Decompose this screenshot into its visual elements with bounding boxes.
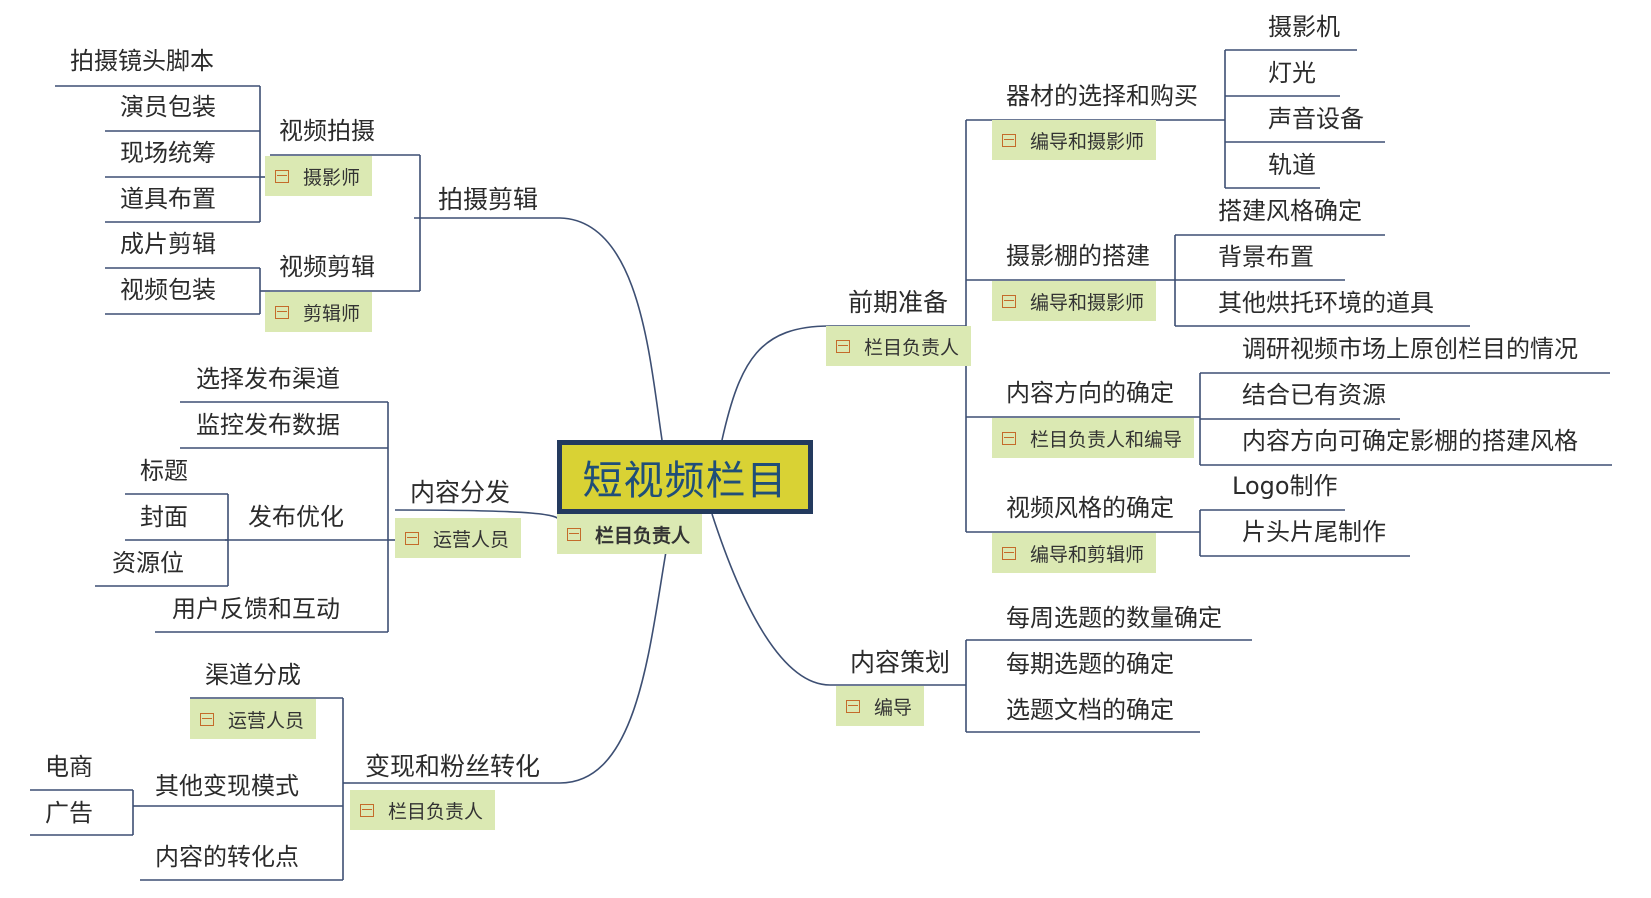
- topic-distribution[interactable]: 内容分发: [410, 478, 511, 507]
- note-icon: [405, 531, 419, 545]
- node-studio-style[interactable]: 搭建风格确定: [1218, 197, 1362, 225]
- node-choose-channel[interactable]: 选择发布渠道: [196, 365, 340, 393]
- node-publish-optimize[interactable]: 发布优化: [248, 503, 344, 531]
- connector-to-shoot-edit: [414, 217, 663, 441]
- node-ambient-props[interactable]: 其他烘托环境的道具: [1218, 289, 1434, 317]
- topic-video-shoot[interactable]: 视频拍摄: [279, 117, 375, 145]
- node-monitor-data[interactable]: 监控发布数据: [196, 411, 340, 439]
- node-video-packaging[interactable]: 视频包装: [120, 276, 216, 304]
- note-icon: [360, 803, 374, 817]
- note-icon: [1002, 133, 1016, 147]
- note-icon: [200, 712, 214, 726]
- owner-tag-planning: 编导: [836, 686, 925, 726]
- connector-to-prep: [721, 325, 966, 441]
- owner-tag-prep: 栏目负责人: [826, 326, 972, 366]
- node-intro-outro[interactable]: 片头片尾制作: [1242, 518, 1386, 546]
- topic-equipment[interactable]: 器材的选择和购买: [1006, 82, 1198, 110]
- note-icon: [1002, 294, 1016, 308]
- root-topic[interactable]: 短视频栏目: [557, 440, 813, 514]
- node-title[interactable]: 标题: [140, 457, 188, 485]
- node-market-research[interactable]: 调研视频市场上原创栏目的情况: [1242, 335, 1578, 363]
- node-shoot-script[interactable]: 拍摄镜头脚本: [70, 47, 214, 75]
- topic-monetize[interactable]: 变现和粉丝转化: [365, 752, 541, 781]
- owner-tag-video-edit: 剪辑师: [265, 292, 373, 332]
- owner-tag-channel-share: 运营人员: [190, 699, 317, 739]
- node-conversion-point[interactable]: 内容的转化点: [155, 843, 299, 871]
- topic-direction[interactable]: 内容方向的确定: [1006, 379, 1174, 407]
- node-onsite-coordination[interactable]: 现场统筹: [120, 139, 216, 167]
- node-track[interactable]: 轨道: [1268, 151, 1316, 179]
- owner-tag-equipment: 编导和摄影师: [992, 120, 1157, 160]
- owner-tag-monetize: 栏目负责人: [350, 790, 496, 830]
- node-final-cut[interactable]: 成片剪辑: [120, 230, 216, 258]
- node-props-setup[interactable]: 道具布置: [120, 185, 216, 213]
- node-actor-styling[interactable]: 演员包装: [120, 93, 216, 121]
- node-cover[interactable]: 封面: [140, 503, 188, 531]
- node-resource-slot[interactable]: 资源位: [112, 549, 184, 577]
- note-icon: [275, 305, 289, 319]
- note-icon: [836, 339, 850, 353]
- root-owner-tag: 栏目负责人: [557, 514, 703, 554]
- node-topic-docs[interactable]: 选题文档的确定: [1006, 696, 1174, 724]
- node-background[interactable]: 背景布置: [1218, 243, 1314, 271]
- node-lighting[interactable]: 灯光: [1268, 59, 1316, 87]
- node-logo[interactable]: Logo制作: [1232, 472, 1338, 500]
- node-audio-gear[interactable]: 声音设备: [1268, 105, 1364, 133]
- owner-tag-distribution: 运营人员: [395, 518, 522, 558]
- topic-video-edit[interactable]: 视频剪辑: [279, 253, 375, 281]
- topic-channel-share[interactable]: 渠道分成: [205, 661, 301, 689]
- node-issue-topics[interactable]: 每期选题的确定: [1006, 650, 1174, 678]
- note-icon: [846, 699, 860, 713]
- topic-prep[interactable]: 前期准备: [848, 288, 949, 317]
- connector-to-monetize: [350, 539, 669, 784]
- owner-tag-direction: 栏目负责人和编导: [992, 418, 1195, 458]
- note-icon: [1002, 546, 1016, 560]
- node-ecommerce[interactable]: 电商: [45, 753, 93, 781]
- owner-tag-video-shoot: 摄影师: [265, 156, 373, 196]
- note-icon: [567, 527, 581, 541]
- topic-other-monetize[interactable]: 其他变现模式: [155, 772, 299, 800]
- owner-tag-studio: 编导和摄影师: [992, 281, 1157, 321]
- node-camera[interactable]: 摄影机: [1268, 13, 1340, 41]
- topic-shoot-edit[interactable]: 拍摄剪辑: [438, 185, 539, 214]
- connector-to-planning: [711, 513, 966, 686]
- node-direction-studio-style[interactable]: 内容方向可确定影棚的搭建风格: [1242, 427, 1578, 455]
- node-existing-resources[interactable]: 结合已有资源: [1242, 381, 1386, 409]
- topic-video-style[interactable]: 视频风格的确定: [1006, 494, 1174, 522]
- owner-tag-video-style: 编导和剪辑师: [992, 533, 1157, 573]
- note-icon: [1002, 431, 1016, 445]
- topic-planning[interactable]: 内容策划: [850, 648, 951, 677]
- note-icon: [275, 169, 289, 183]
- topic-studio[interactable]: 摄影棚的搭建: [1006, 242, 1150, 270]
- node-advertising[interactable]: 广告: [45, 799, 93, 827]
- node-weekly-topics[interactable]: 每周选题的数量确定: [1006, 604, 1222, 632]
- root-title: 短视频栏目: [582, 458, 788, 504]
- node-user-feedback[interactable]: 用户反馈和互动: [172, 595, 340, 623]
